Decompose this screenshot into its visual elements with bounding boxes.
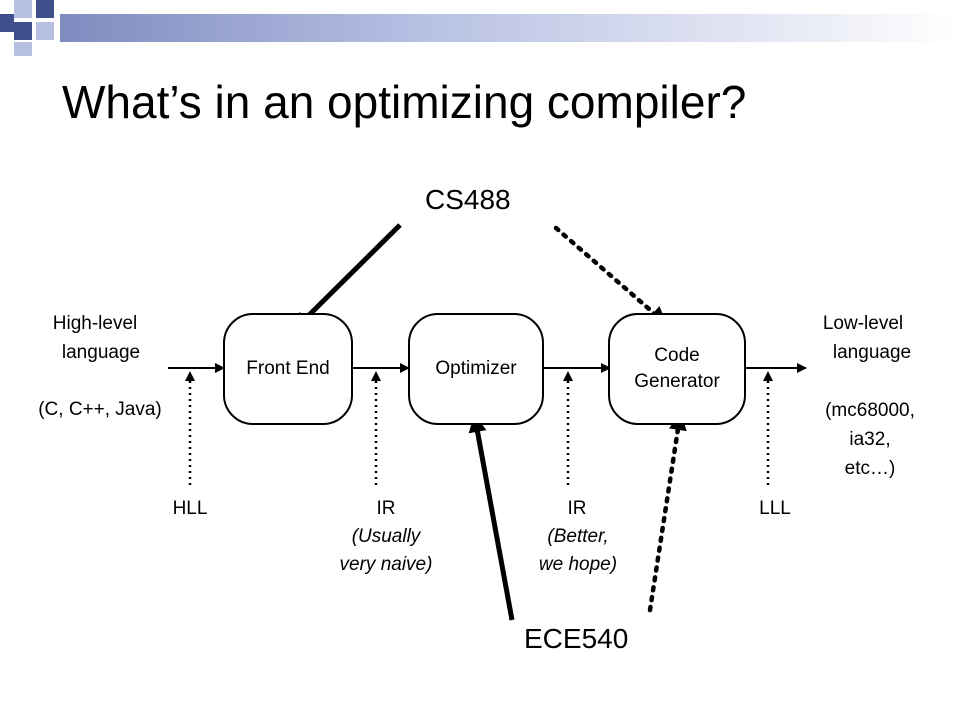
front-end-box: Front End	[223, 313, 353, 425]
cs488-arrow-frontend	[293, 223, 402, 331]
ir1-note-line2: very naive)	[339, 554, 433, 575]
ece540-arrow-optimizer	[468, 414, 515, 621]
output-language-examples-line1: (mc68000,	[825, 400, 915, 421]
code-generator-box: Code Generator	[608, 313, 746, 425]
optimizer-box: Optimizer	[408, 313, 544, 425]
code-generator-label-line1: Code	[654, 345, 700, 366]
input-language-label-line1: High-level	[52, 313, 138, 334]
course-cs488: CS488	[425, 184, 511, 215]
lll-label: LLL	[759, 498, 791, 519]
ir1-label: IR	[376, 498, 396, 519]
output-language-label-line1: Low-level	[822, 313, 904, 334]
ir2-label: IR	[567, 498, 587, 519]
hll-label: HLL	[172, 498, 208, 519]
deco-square	[36, 0, 54, 18]
deco-square	[14, 22, 32, 40]
deco-square	[14, 0, 32, 18]
corner-decoration	[0, 0, 60, 60]
page-title: What’s in an optimizing compiler?	[62, 76, 747, 128]
deco-square	[36, 22, 54, 40]
input-language-label-line2: language	[61, 342, 141, 363]
deco-square	[0, 14, 14, 32]
ir2-note-line1: (Better,	[547, 526, 609, 547]
ir1-note-line1: (Usually	[351, 526, 421, 547]
input-language-examples: (C, C++, Java)	[38, 399, 162, 420]
cs488-arrow-codegen	[553, 225, 668, 325]
course-ece540: ECE540	[524, 623, 629, 654]
front-end-label: Front End	[246, 358, 330, 379]
output-language-examples-line3: etc…)	[844, 458, 896, 479]
ece540-arrow-codegen	[647, 412, 687, 613]
deco-square	[14, 42, 32, 56]
optimizer-label: Optimizer	[435, 358, 517, 379]
output-language-examples-line2: ia32,	[849, 429, 891, 450]
code-generator-label-line2: Generator	[634, 371, 720, 392]
ir2-note-line2: we hope)	[538, 554, 618, 575]
output-language-label-line2: language	[832, 342, 912, 363]
title-gradient-bar	[60, 14, 960, 42]
